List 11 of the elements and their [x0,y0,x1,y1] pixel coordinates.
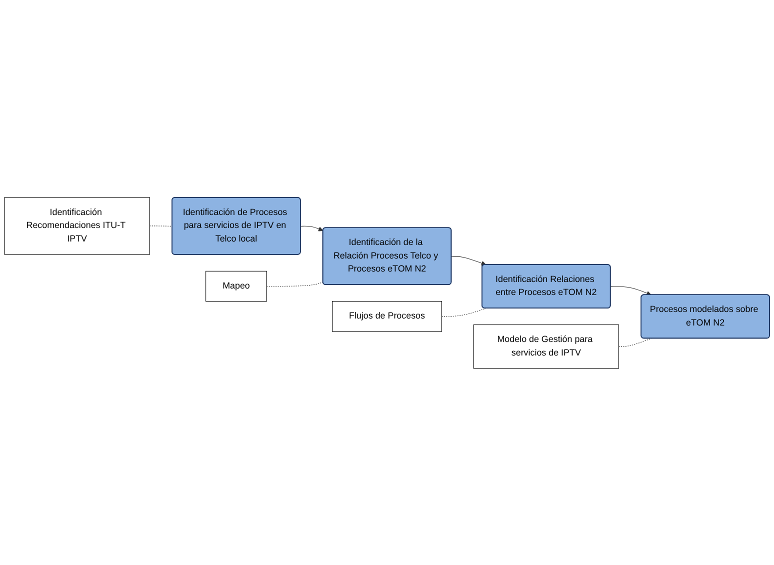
arrow [610,286,652,296]
connector [441,308,486,316]
node-box: Mapeo [206,270,267,302]
arrow [300,225,324,231]
connector [149,225,173,226]
node-box: Modelo de Gestión para servicios de IPTV [473,324,620,368]
arrow [451,256,486,266]
connector [618,338,652,346]
node-box: Identificación Recomendaciones ITU-T IPTV [4,196,150,254]
node-box: Flujos de Procesos [332,300,442,332]
connector [266,281,324,286]
